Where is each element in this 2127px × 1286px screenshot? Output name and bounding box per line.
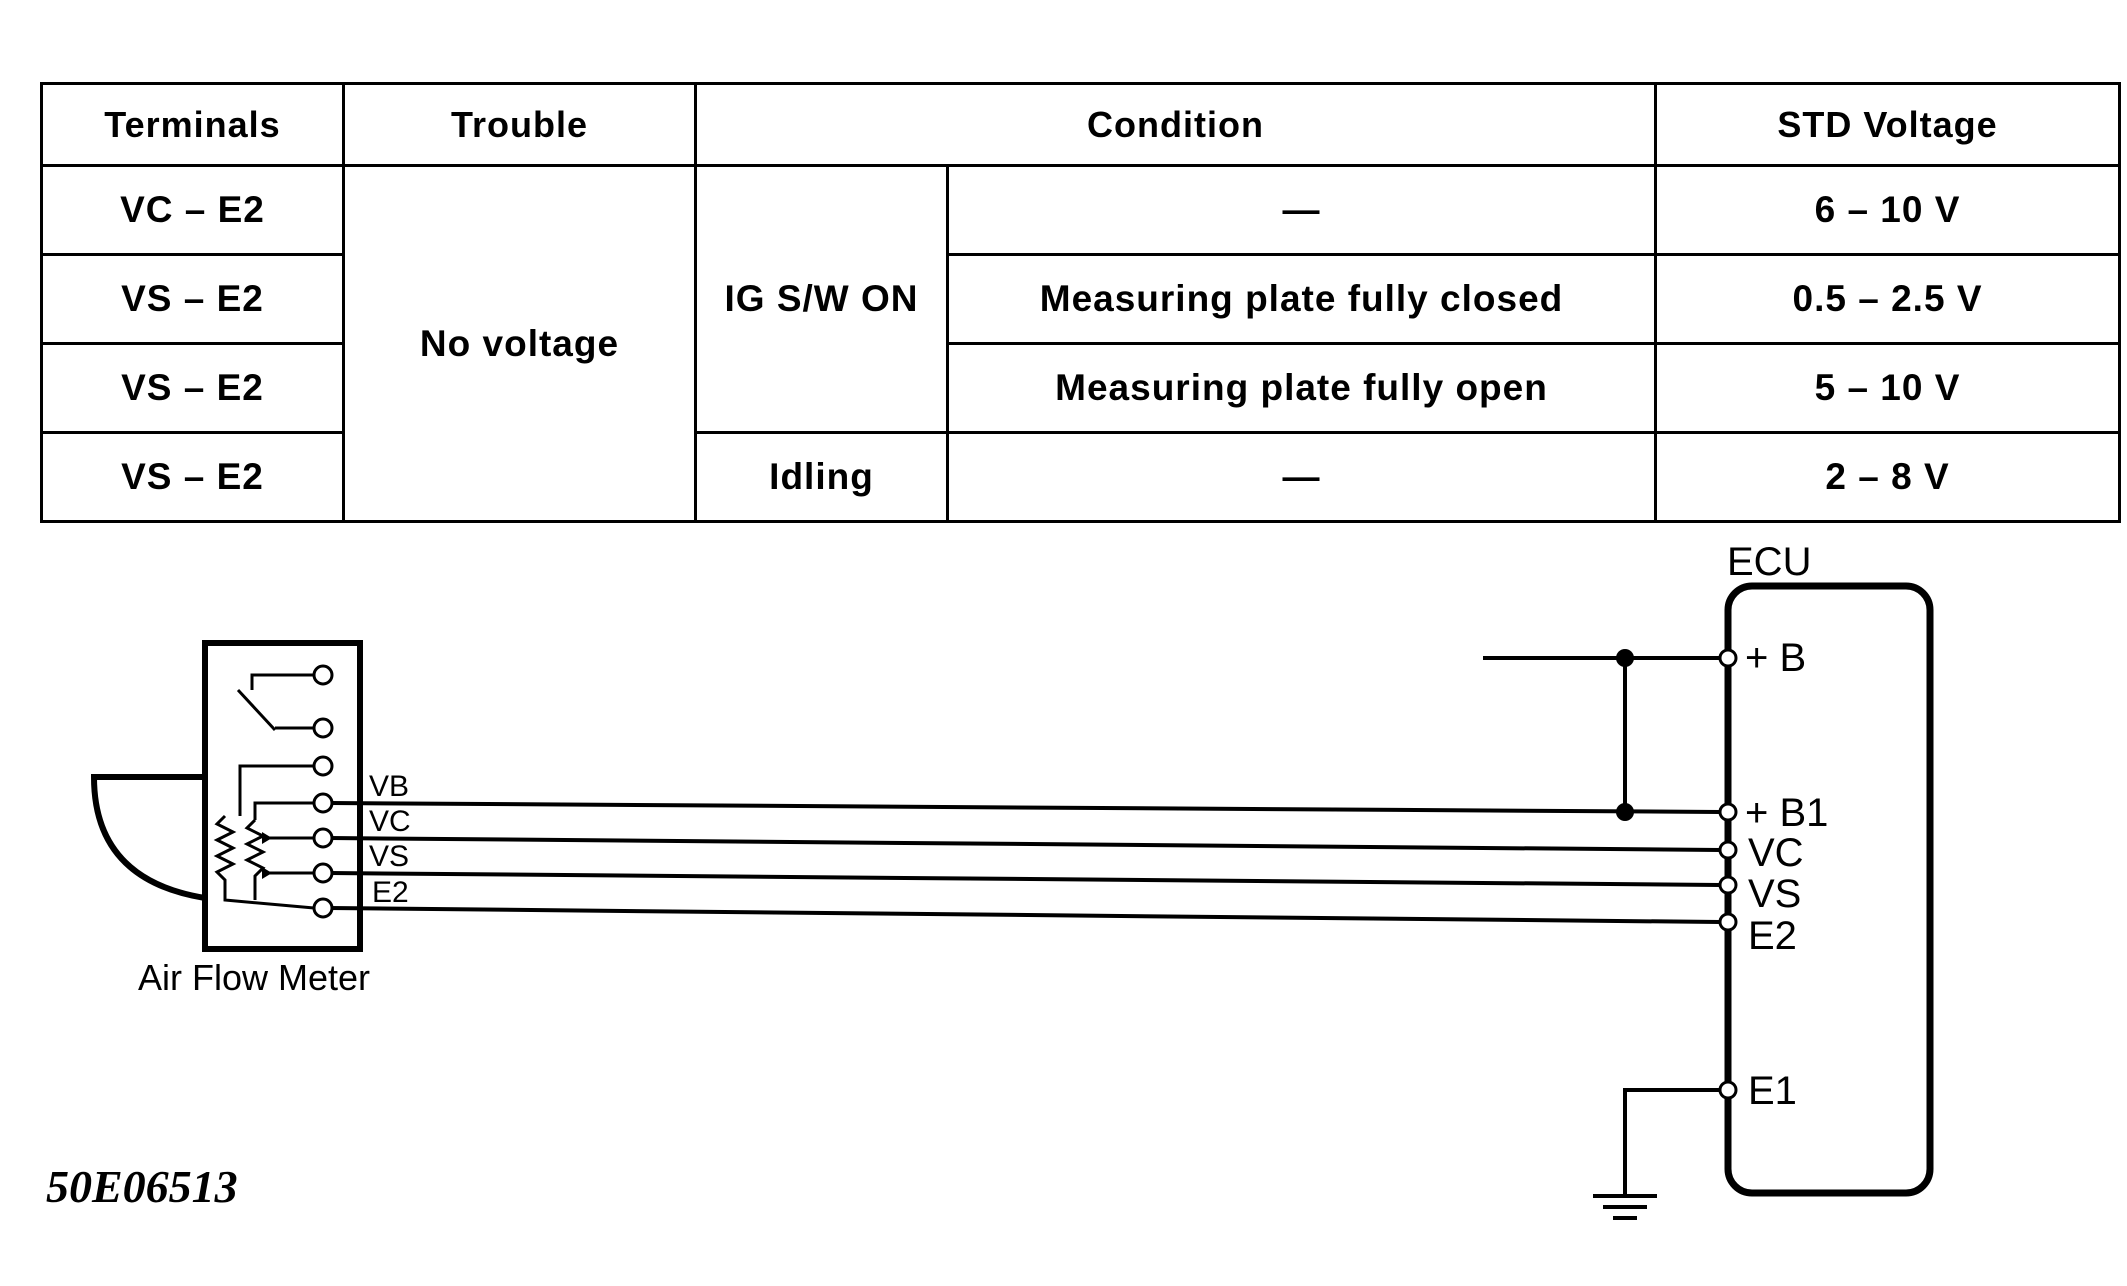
meter-terminal bbox=[312, 717, 334, 739]
pin-label-e1: E1 bbox=[1748, 1069, 1797, 1113]
meter-terminal bbox=[312, 827, 334, 849]
meter-terminal bbox=[312, 897, 334, 919]
pin-b1-terminal bbox=[1718, 802, 1738, 822]
header-condition: Condition bbox=[693, 82, 1658, 167]
wiper-arrow-icon bbox=[262, 867, 272, 879]
pin-vs-terminal bbox=[1718, 875, 1738, 895]
cell-trouble: No voltage bbox=[342, 164, 697, 523]
cell-std-voltage: 5 – 10 V bbox=[1654, 342, 2122, 434]
table-header-row: Terminals Trouble Condition STD Voltage bbox=[40, 82, 2122, 167]
cell-condition-detail: Measuring plate fully open bbox=[945, 342, 1658, 434]
thermistor-lead bbox=[238, 764, 314, 816]
switch-contact bbox=[250, 673, 314, 690]
pin-e2-terminal bbox=[1718, 912, 1738, 932]
wire-label-vs: VS bbox=[369, 840, 409, 873]
e1-ground-wire bbox=[1623, 1088, 1720, 1196]
table-row: VC – E2 No voltage IG S/W ON — 6 – 10 V bbox=[40, 164, 2122, 523]
pin-label-e2: E2 bbox=[1748, 914, 1797, 958]
wire-vc bbox=[329, 836, 1721, 852]
vb-lead bbox=[253, 801, 314, 820]
meter-terminal bbox=[312, 664, 334, 686]
wire-vb bbox=[329, 801, 1721, 814]
cell-ig-sw-on: IG S/W ON bbox=[694, 164, 949, 434]
ecu-title: ECU bbox=[1727, 540, 1811, 584]
cell-std-voltage: 6 – 10 V bbox=[1654, 164, 2122, 256]
table-row: VS – E2 Idling — 2 – 8 V bbox=[40, 431, 2122, 523]
cell-terminals: VC – E2 bbox=[40, 164, 345, 256]
wire-label-vc: VC bbox=[369, 805, 411, 838]
header-std-voltage: STD Voltage bbox=[1654, 82, 2122, 167]
cell-terminals: VS – E2 bbox=[40, 431, 345, 523]
table-row: VS – E2 Measuring plate fully open 5 – 1… bbox=[40, 342, 2122, 434]
cell-std-voltage: 0.5 – 2.5 V bbox=[1654, 253, 2122, 345]
table-row: VS – E2 Measuring plate fully closed 0.5… bbox=[40, 253, 2122, 345]
meter-terminal bbox=[312, 862, 334, 884]
wire-label-vb: VB bbox=[369, 770, 409, 803]
cell-condition-detail: — bbox=[945, 431, 1658, 523]
meter-label: Air Flow Meter bbox=[138, 957, 370, 998]
wire-e2 bbox=[329, 906, 1721, 924]
cell-terminals: VS – E2 bbox=[40, 342, 345, 434]
header-terminals: Terminals bbox=[40, 82, 345, 167]
meter-air-passage bbox=[90, 774, 206, 901]
cell-condition-detail: Measuring plate fully closed bbox=[945, 253, 1658, 345]
header-trouble: Trouble bbox=[342, 82, 697, 167]
meter-box bbox=[202, 640, 363, 952]
resistor-icon bbox=[213, 814, 315, 910]
cell-condition-detail: — bbox=[945, 164, 1658, 256]
spec-table: Terminals Trouble Condition STD Voltage … bbox=[40, 82, 2122, 523]
wire-label-e2: E2 bbox=[372, 876, 409, 909]
cell-terminals: VS – E2 bbox=[40, 253, 345, 345]
cell-idling: Idling bbox=[694, 431, 949, 523]
pin-label-vs: VS bbox=[1748, 872, 1801, 916]
meter-terminal bbox=[312, 792, 334, 814]
pin-label-b: + B bbox=[1745, 636, 1806, 680]
air-flow-meter bbox=[90, 640, 363, 952]
pin-label-b1: + B1 bbox=[1745, 791, 1828, 835]
figure-code: 50E06513 bbox=[46, 1161, 238, 1212]
junction-dot bbox=[1616, 649, 1634, 667]
pin-b-terminal bbox=[1718, 648, 1738, 668]
potentiometer-icon bbox=[243, 818, 267, 900]
wiper-arrow-icon bbox=[262, 832, 272, 844]
cell-std-voltage: 2 – 8 V bbox=[1654, 431, 2122, 523]
meter-terminal bbox=[312, 755, 334, 777]
switch-arm-icon bbox=[236, 688, 277, 732]
pin-vc-terminal bbox=[1718, 840, 1738, 860]
pin-label-vc: VC bbox=[1748, 831, 1804, 875]
wire-vs bbox=[329, 871, 1721, 887]
pin-e1-terminal bbox=[1718, 1080, 1738, 1100]
